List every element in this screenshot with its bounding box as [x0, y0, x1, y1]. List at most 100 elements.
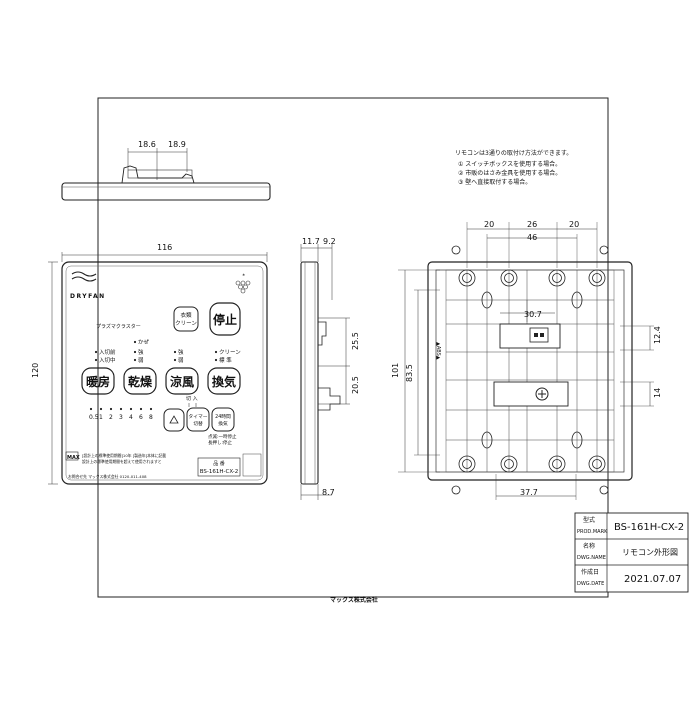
top-dim-1: 18.6 [138, 140, 156, 149]
rear-dim-top-3: 20 [569, 220, 579, 229]
row3-label-en: DWG.DATE [577, 581, 604, 587]
mounting-hole [552, 273, 562, 283]
24h-ventilation-button[interactable] [211, 407, 235, 432]
plasma-label: プラズマクラスター [96, 323, 141, 330]
mounting-hole [548, 269, 566, 287]
model-box [197, 457, 241, 477]
hold-label-2: 長押し:停止 [208, 439, 233, 446]
title-block: 型式 PROD.MARK BS-161H-CX-2 名称 DWG.NAME リモ… [574, 512, 689, 593]
mounting-hole [504, 459, 514, 469]
timer-dot [109, 407, 113, 411]
notes-title: リモコンは3通りの取付け方法ができます。 [455, 149, 572, 157]
cleaning-button[interactable] [173, 306, 199, 332]
side-dim-top-2: 9.2 [323, 237, 336, 246]
mounting-hole [458, 455, 476, 473]
row1-label-jp: 型式 [583, 516, 595, 524]
mounting-hole [588, 269, 606, 287]
svg-text:入切前: 入切前 [99, 348, 116, 356]
drying-button[interactable] [123, 367, 157, 395]
svg-text:弱: 弱 [178, 357, 184, 364]
plasma-mark: ∗ [242, 272, 245, 277]
stop-button-label: 停止 [213, 312, 237, 327]
mounting-hole [458, 269, 476, 287]
svg-text:かぜ: かぜ [138, 339, 150, 346]
triangle-up-icon [169, 415, 179, 424]
svg-text:強: 強 [178, 348, 184, 356]
heating-button[interactable] [81, 367, 115, 395]
company-name: マックス株式会社 [330, 596, 378, 604]
slot-hole [481, 291, 493, 309]
rear-dim-left-2: 83.5 [405, 364, 414, 382]
notes-item-3: ③ 壁へ直接取付する場合。 [458, 178, 531, 186]
rear-dim-right-1: 12.4 [653, 326, 662, 344]
timer-switch-label-2: 切替 [193, 420, 203, 427]
mounting-hole [548, 455, 566, 473]
drying-button-label: 乾燥 [128, 374, 153, 389]
front-width-dim: 116 [157, 243, 172, 252]
brand-wave-icon [71, 271, 97, 282]
rear-dim-center: 30.7 [524, 310, 542, 319]
timer-number: 2 [109, 414, 113, 421]
brand-name: DRYFAN [70, 293, 106, 300]
slot-hole [571, 291, 583, 309]
front-panel [61, 261, 268, 485]
timer-dot [89, 407, 93, 411]
top-dim-2: 18.9 [168, 140, 186, 149]
max-logo-box [65, 451, 79, 461]
mounting-hole [592, 273, 602, 283]
reference-hole [451, 485, 461, 495]
footer-note-3: お問合せ先 マックス株式会社 0120-011-408 [68, 474, 147, 479]
mounting-hole [500, 455, 518, 473]
footer-note-1: [設計上の標準使用期間]10年 [製造年]本体に記載 [82, 453, 166, 458]
timer-switch-button[interactable] [186, 407, 210, 432]
top-view-tab [121, 165, 195, 184]
side-dim-right-2: 20.5 [351, 376, 360, 394]
reference-hole [599, 485, 609, 495]
footer-note-2: 設計上の標準使用期間を超えて使用されますと [82, 459, 162, 464]
row1-label-en: PROD.MARK [577, 529, 608, 535]
mounting-hole [552, 459, 562, 469]
qr-area [242, 453, 262, 477]
side-view: 11.7 9.2 25.5 20.5 8.7 [300, 237, 360, 500]
cool-breeze-button-label: 涼風 [170, 374, 194, 389]
timer-number: 1 [99, 414, 103, 421]
connector-socket [529, 327, 549, 343]
side-dim-right-1: 25.5 [351, 332, 360, 350]
stop-button[interactable] [209, 302, 241, 336]
side-body [300, 261, 319, 485]
mounting-hole [462, 459, 472, 469]
row3-label-jp: 作成日 [581, 568, 599, 576]
slot-hole [481, 431, 493, 449]
mounting-notes: リモコンは3通りの取付け方法ができます。 ① スイッチボックスを使用する場合。 … [455, 149, 572, 186]
svg-text:弱: 弱 [138, 357, 144, 364]
mounting-hole [500, 269, 518, 287]
timer-dot [139, 407, 143, 411]
cool-breeze-button[interactable] [165, 367, 199, 395]
light-button[interactable] [163, 408, 185, 432]
row1-value: BS-161H-CX-2 [614, 522, 684, 533]
24h-ventilation-label-2: 換気 [218, 420, 228, 427]
notes-item-2: ② 市販のはさみ金具を使用する場合。 [458, 169, 561, 177]
timer-dot [149, 407, 153, 411]
svg-text:クリーン: クリーン [219, 349, 241, 356]
top-view-body [61, 182, 271, 201]
top-view: 18.6 18.9 [61, 140, 271, 201]
bracket [493, 381, 569, 407]
timer-dot [119, 407, 123, 411]
timer-dot [129, 407, 133, 411]
mounting-hole [592, 459, 602, 469]
row2-label-jp: 名称 [583, 542, 595, 550]
rear-dim-bottom: 37.7 [520, 488, 538, 497]
sheet-border [97, 97, 609, 598]
front-view: 116 120 DRYFAN ∗ 衣類 クリーン 停止 プラズマクラスター かぜ… [31, 243, 268, 485]
row2-label-en: DWG.NAME [577, 555, 606, 561]
mode-buttons: 暖房 乾燥 涼風 換気 [81, 367, 241, 395]
timer-number: 0.5 [89, 414, 99, 421]
ventilation-button[interactable] [207, 367, 241, 395]
timer-dot [99, 407, 103, 411]
notes-item-1: ① スイッチボックスを使用する場合。 [458, 160, 561, 168]
rear-dim-top-1: 20 [484, 220, 494, 229]
front-height-dim: 120 [31, 363, 40, 378]
